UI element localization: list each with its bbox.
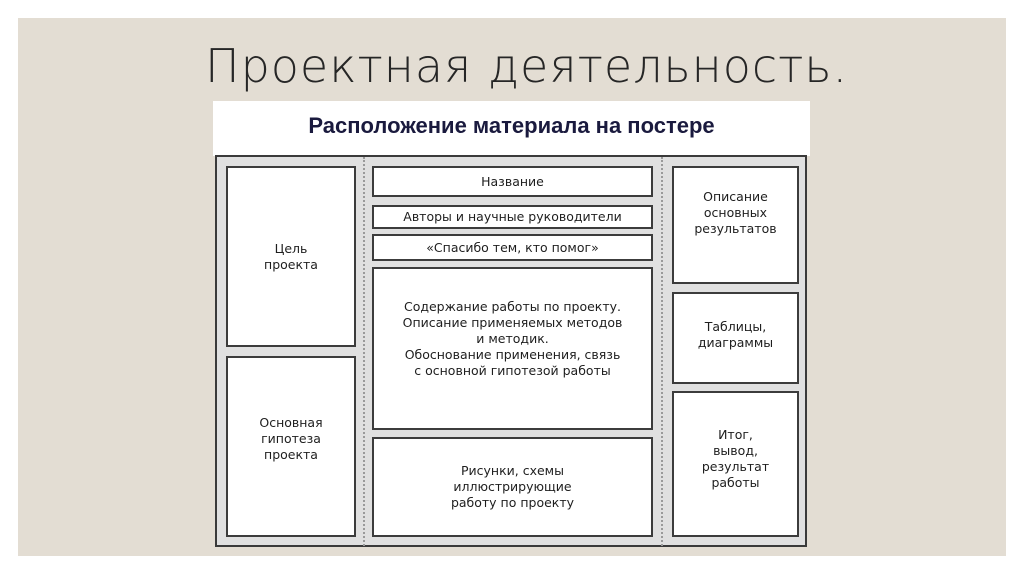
slide-title: Проектная деятельность. [205, 39, 849, 93]
box-figures: Рисунки, схемы иллюстрирующие работу по … [372, 437, 653, 537]
column-divider-left [363, 157, 365, 546]
box-project-goal: Цель проекта [226, 166, 356, 347]
box-conclusion: Итог, вывод, результат работы [672, 391, 799, 537]
poster-heading: Расположение материала на постере [308, 113, 715, 138]
box-results-description: Описание основных результатов [672, 166, 799, 284]
column-divider-right [661, 157, 663, 546]
box-acknowledgements: «Спасибо тем, кто помог» [372, 234, 653, 261]
box-work-content: Содержание работы по проекту. Описание п… [372, 267, 653, 430]
box-main-hypothesis: Основная гипотеза проекта [226, 356, 356, 537]
box-authors: Авторы и научные руководители [372, 205, 653, 229]
box-title: Название [372, 166, 653, 197]
poster-header: Расположение материала на постере [213, 101, 810, 156]
box-tables-charts: Таблицы, диаграммы [672, 292, 799, 384]
